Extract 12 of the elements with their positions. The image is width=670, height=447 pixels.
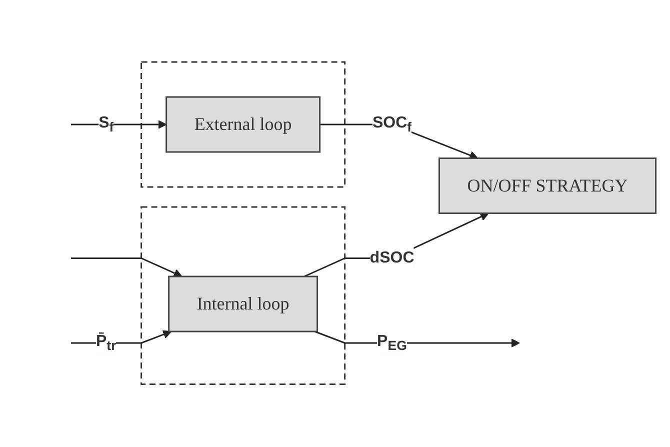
edge-label: SOC$_{f}$ [372,114,412,135]
node-box: External loop [165,96,320,154]
edge-label: P̄$_{tr}$ [96,333,116,354]
edge-label: S$_{f}$ [98,114,114,135]
node-box: Internal loop [168,276,318,333]
cluster [140,206,346,386]
arrow [70,258,182,278]
edge-label: P$_{EG}$ [376,333,407,354]
arrow [304,212,489,278]
edge-label: dSOC [369,250,414,267]
node-box: ON/OFF STRATEGY [438,158,656,214]
cluster [140,62,346,188]
